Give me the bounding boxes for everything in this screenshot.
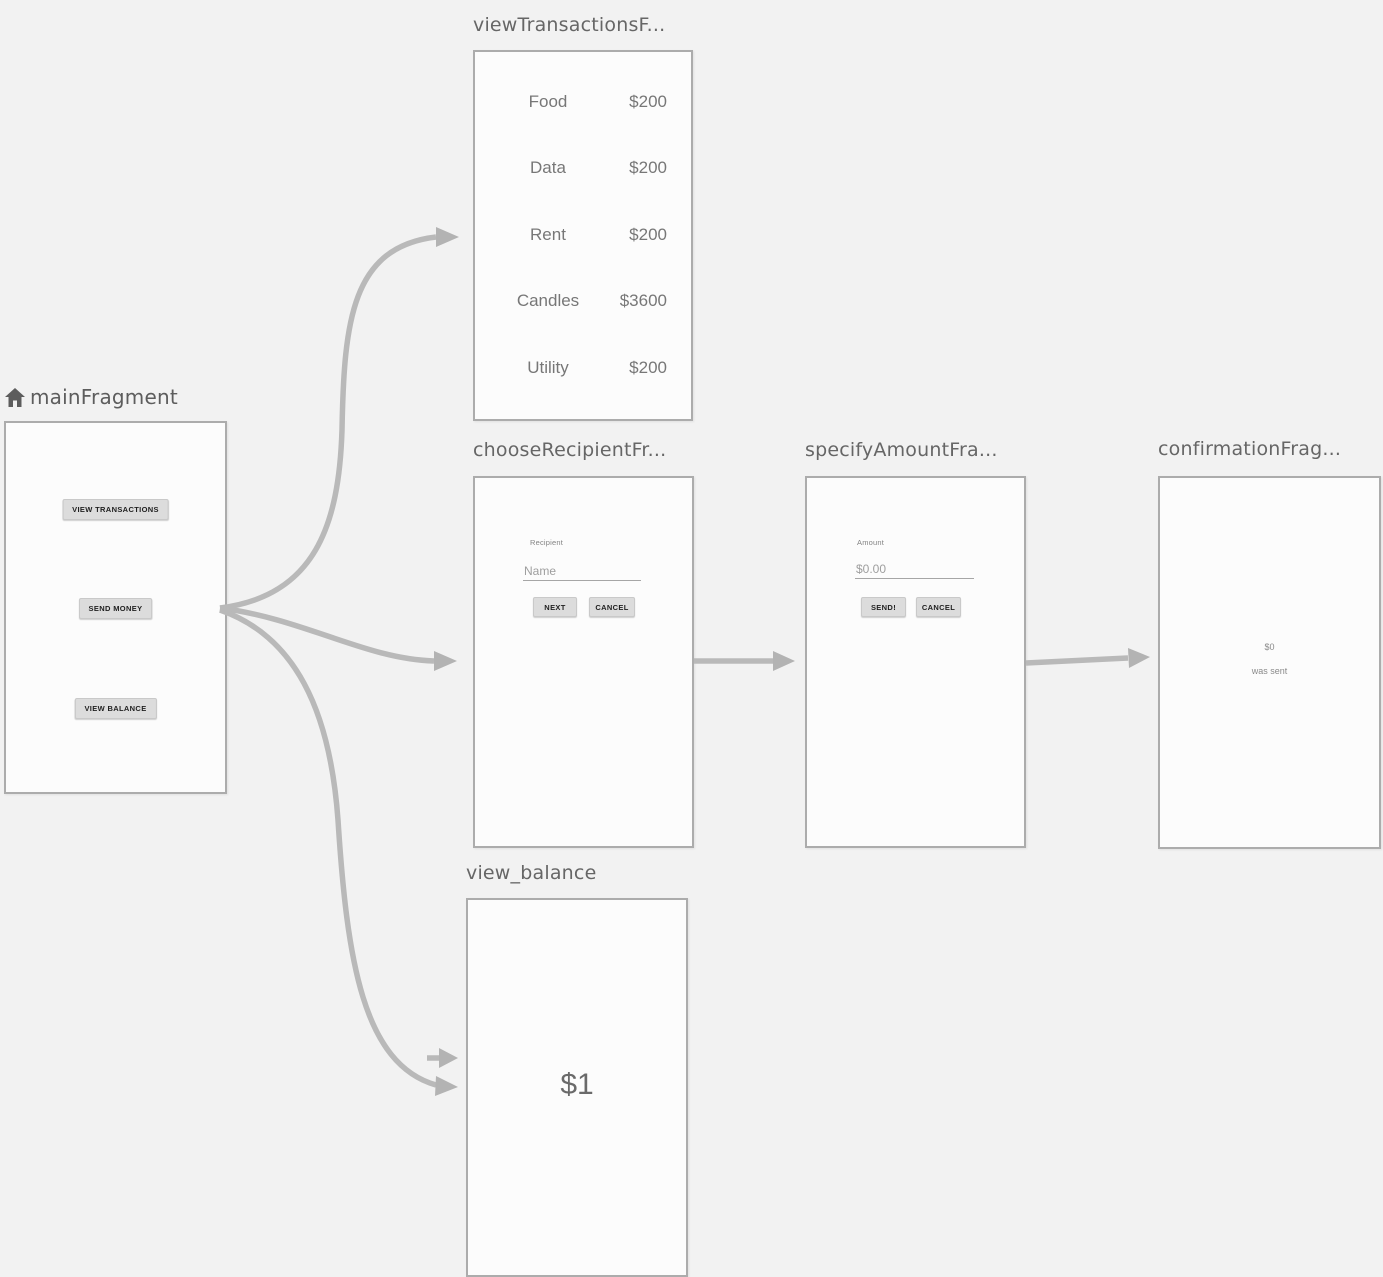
fragment-view-transactions-panel[interactable]: Food $200 Data $200 Rent $200 Candles $3… (473, 50, 693, 421)
action-stub-to-view-balance[interactable] (427, 1048, 458, 1068)
send-button: SEND! (861, 597, 906, 617)
confirmation-amount-text: $0 (1264, 642, 1275, 652)
transaction-amount: $200 (629, 358, 667, 377)
transaction-label: Candles (516, 291, 580, 310)
confirmation-message-text: was sent (1251, 666, 1288, 676)
home-icon (5, 387, 25, 407)
amount-input-underline (855, 578, 974, 579)
main-fragment-label: mainFragment (30, 385, 178, 409)
amount-input: $0.00 (856, 562, 887, 576)
recipient-input-underline (523, 580, 641, 581)
fragment-specify-amount-panel[interactable]: Amount $0.00 SEND! CANCEL (805, 476, 1026, 848)
fragment-choose-recipient-panel[interactable]: Recipient Name NEXT CANCEL (473, 476, 694, 848)
choose-recipient-fragment-title: chooseRecipientFr... (473, 439, 667, 461)
cancel-button: CANCEL (589, 597, 635, 617)
action-main-to-choose-recipient[interactable] (219, 605, 457, 671)
view-balance-button: VIEW BALANCE (74, 698, 157, 719)
fragment-main-panel[interactable]: VIEW TRANSACTIONS SEND MONEY VIEW BALANC… (4, 421, 227, 794)
transaction-row: Candles $3600 (475, 291, 691, 315)
view-balance-fragment-title: view_balance (466, 862, 597, 884)
next-button: NEXT (533, 597, 577, 617)
transaction-amount: $3600 (619, 291, 667, 310)
transaction-amount: $200 (629, 92, 667, 111)
action-specify-amount-to-confirmation[interactable] (1025, 648, 1150, 668)
action-choose-recipient-to-specify-amount[interactable] (694, 651, 795, 671)
transaction-amount: $200 (629, 225, 667, 244)
transaction-row: Data $200 (475, 158, 691, 182)
view-transactions-button: VIEW TRANSACTIONS (62, 499, 169, 520)
recipient-name-input: Name (524, 564, 557, 578)
amount-field-label: Amount (857, 538, 885, 547)
transaction-row: Utility $200 (475, 358, 691, 382)
transaction-label: Food (528, 92, 568, 111)
transaction-label: Utility (527, 358, 569, 377)
transaction-row: Rent $200 (475, 225, 691, 249)
recipient-field-label: Recipient (530, 538, 564, 547)
balance-amount-text: $1 (560, 1068, 594, 1101)
send-money-button: SEND MONEY (78, 598, 153, 619)
cancel-button: CANCEL (916, 597, 961, 617)
transaction-row: Food $200 (475, 92, 691, 116)
view-transactions-fragment-title: viewTransactionsF... (473, 14, 666, 36)
transaction-amount: $200 (629, 158, 667, 177)
transaction-label: Rent (530, 225, 566, 244)
fragment-view-balance-panel[interactable]: $1 (466, 898, 688, 1277)
fragment-confirmation-panel[interactable]: $0 was sent (1158, 476, 1381, 849)
main-fragment-title: mainFragment (5, 385, 178, 409)
specify-amount-fragment-title: specifyAmountFra... (805, 439, 998, 461)
action-main-to-view-transactions[interactable] (219, 227, 459, 611)
transaction-label: Data (530, 158, 566, 177)
action-main-to-view-balance[interactable] (219, 607, 458, 1096)
confirmation-fragment-title: confirmationFrag... (1158, 438, 1342, 460)
